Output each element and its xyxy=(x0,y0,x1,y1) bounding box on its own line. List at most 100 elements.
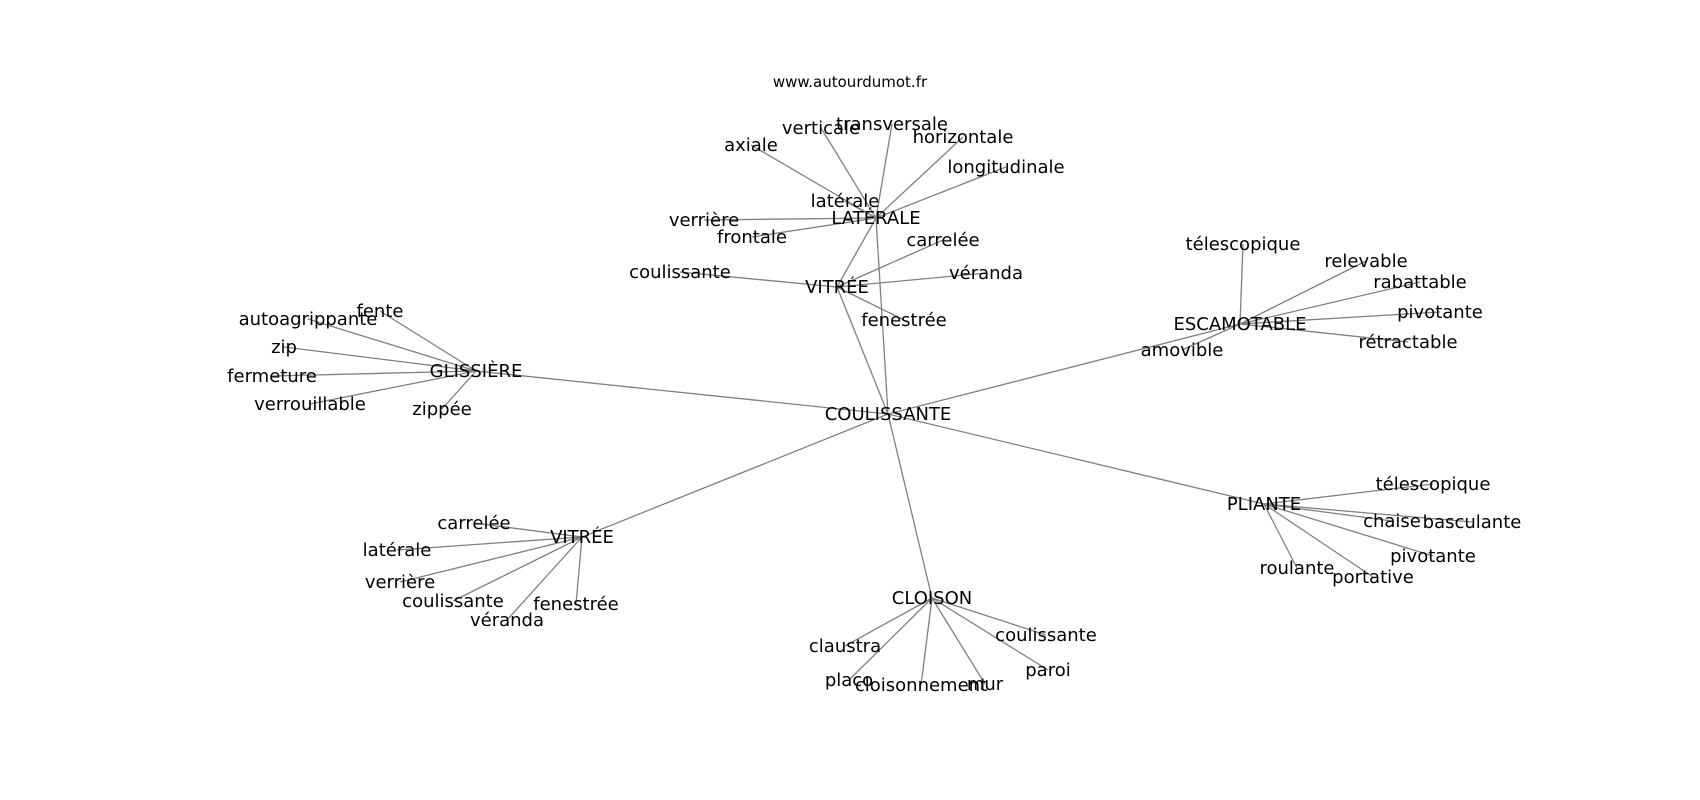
edge-glissiere-zip xyxy=(283,346,477,372)
edge-cloison-cloisonnement xyxy=(920,597,933,686)
node-mur[interactable]: mur xyxy=(967,674,1004,695)
node-veranda-top[interactable]: véranda xyxy=(949,263,1023,284)
node-carrelee-top[interactable]: carrelée xyxy=(906,230,979,251)
node-verriere-top[interactable]: verrière xyxy=(669,210,739,231)
edge-glissiere-zippee xyxy=(441,370,477,410)
edge-vitree-bottom-fenestree-bottom xyxy=(575,536,583,605)
edge-vitree-bottom-carrelee-bottom xyxy=(473,522,583,538)
edge-laterale-transversale xyxy=(875,123,893,219)
edge-pliante-chaise xyxy=(1263,503,1393,522)
node-relevable[interactable]: relevable xyxy=(1324,251,1407,272)
node-basculante[interactable]: basculante xyxy=(1423,512,1522,533)
edge-vitree-bottom-verriere-bottom xyxy=(399,536,583,583)
node-telescopique-bottom[interactable]: télescopique xyxy=(1376,474,1491,495)
edge-coulissante-escamotable xyxy=(887,323,1241,415)
node-retractable[interactable]: rétractable xyxy=(1358,332,1457,353)
node-portative[interactable]: portative xyxy=(1332,567,1414,588)
edge-coulissante-glissiere xyxy=(475,370,889,415)
node-glissiere[interactable]: GLISSIÈRE xyxy=(430,360,523,382)
edge-escamotable-telescopique-top xyxy=(1239,243,1244,325)
node-laterale-bottom[interactable]: latérale xyxy=(363,540,432,561)
edge-escamotable-relevable xyxy=(1239,260,1367,325)
edge-pliante-telescopique-bottom xyxy=(1263,483,1434,505)
node-vitree-top[interactable]: VITRÉE xyxy=(805,276,869,298)
edge-escamotable-rabattable xyxy=(1239,281,1421,325)
edge-laterale-longitudinale xyxy=(875,166,1007,219)
node-placo[interactable]: placo xyxy=(825,670,873,691)
edge-pliante-pivotante-bottom xyxy=(1263,503,1434,557)
node-pliante[interactable]: PLIANTE xyxy=(1227,494,1301,515)
node-transversale[interactable]: transversale xyxy=(836,114,948,135)
edge-cloison-mur xyxy=(931,597,986,685)
edge-coulissante-cloison xyxy=(887,413,933,599)
node-carrelee-bottom[interactable]: carrelée xyxy=(437,513,510,534)
edge-laterale-vitree-top xyxy=(836,217,877,288)
node-laterale[interactable]: LATÉRALE xyxy=(831,207,920,229)
edge-pliante-basculante xyxy=(1263,503,1473,523)
node-telescopique-top[interactable]: télescopique xyxy=(1186,234,1301,255)
node-veranda-bottom[interactable]: véranda xyxy=(470,610,544,631)
node-amovible[interactable]: amovible xyxy=(1141,340,1224,361)
edge-glissiere-autoagrippante xyxy=(307,318,477,372)
node-laterale-small[interactable]: latérale xyxy=(811,191,880,212)
node-chaise[interactable]: chaise xyxy=(1363,511,1421,532)
node-horizontale[interactable]: horizontale xyxy=(913,127,1014,148)
edge-laterale-frontale xyxy=(751,217,877,238)
edge-pliante-roulante xyxy=(1263,503,1298,569)
node-cloisonnement[interactable]: cloisonnement xyxy=(855,675,987,696)
edge-cloison-paroi xyxy=(931,597,1049,671)
edge-coulissante-pliante xyxy=(887,413,1265,505)
edge-escamotable-pivotante-top xyxy=(1239,311,1441,325)
edge-coulissante-vitree-top xyxy=(836,286,889,415)
edge-vitree-top-fenestree-top xyxy=(836,286,905,321)
node-cloison[interactable]: CLOISON xyxy=(892,588,973,609)
node-zip[interactable]: zip xyxy=(271,337,297,358)
graph-labels: COULISSANTE LATÉRALE axialeverticaletransv… xyxy=(227,114,1521,696)
edge-glissiere-verrouillable xyxy=(309,370,477,405)
edge-vitree-top-coulissante-top xyxy=(679,271,838,288)
node-longitudinale[interactable]: longitudinale xyxy=(947,157,1064,178)
node-vitree-bottom[interactable]: VITRÉE xyxy=(550,526,614,548)
edge-laterale-verticale xyxy=(820,127,877,219)
node-escamotable[interactable]: ESCAMOTABLE xyxy=(1173,314,1306,335)
edge-coulissante-laterale xyxy=(875,217,889,415)
node-roulante[interactable]: roulante xyxy=(1260,558,1335,579)
edge-vitree-bottom-laterale-bottom xyxy=(396,536,583,551)
node-frontale[interactable]: frontale xyxy=(717,227,787,248)
node-coulissante[interactable]: COULISSANTE xyxy=(825,404,952,425)
node-zippee[interactable]: zippée xyxy=(412,399,471,420)
node-verticale[interactable]: verticale xyxy=(782,118,860,139)
edge-cloison-placo xyxy=(848,597,933,681)
edge-vitree-bottom-coulissante-bottom xyxy=(452,536,583,602)
edge-coulissante-vitree-bottom xyxy=(581,413,889,538)
node-coulissante-top[interactable]: coulissante xyxy=(629,262,731,283)
edge-glissiere-fente xyxy=(379,310,477,372)
node-autoagrippante[interactable]: autoagrippante xyxy=(239,309,378,330)
node-fenestree-bottom[interactable]: fenestrée xyxy=(533,594,618,615)
edge-laterale-axiale xyxy=(750,144,877,219)
graph-edges xyxy=(271,123,1473,686)
edge-vitree-top-carrelee-top xyxy=(836,239,944,288)
edge-escamotable-amovible xyxy=(1181,323,1241,351)
node-claustra[interactable]: claustra xyxy=(809,636,881,657)
edge-laterale-laterale-small xyxy=(844,200,877,219)
node-paroi[interactable]: paroi xyxy=(1025,660,1070,681)
node-coulissante-bottom[interactable]: coulissante xyxy=(402,591,504,612)
node-axiale[interactable]: axiale xyxy=(724,135,778,156)
source-label: www.autourdumot.fr xyxy=(773,73,928,91)
node-coulissante-cloison[interactable]: coulissante xyxy=(995,625,1097,646)
node-pivotante-top[interactable]: pivotante xyxy=(1397,302,1483,323)
node-pivotante-bottom[interactable]: pivotante xyxy=(1390,546,1476,567)
edge-laterale-verriere-top xyxy=(703,217,877,221)
node-fermeture[interactable]: fermeture xyxy=(227,366,317,387)
node-verrouillable[interactable]: verrouillable xyxy=(254,394,366,415)
edge-escamotable-retractable xyxy=(1239,323,1409,343)
edge-glissiere-fermeture xyxy=(271,370,477,377)
edge-cloison-coulissante-cloison xyxy=(931,597,1047,636)
node-rabattable[interactable]: rabattable xyxy=(1373,272,1467,293)
edge-cloison-claustra xyxy=(844,597,933,647)
node-fente[interactable]: fente xyxy=(357,301,404,322)
node-fenestree-top[interactable]: fenestrée xyxy=(861,310,946,331)
node-verriere-bottom[interactable]: verrière xyxy=(365,572,435,593)
